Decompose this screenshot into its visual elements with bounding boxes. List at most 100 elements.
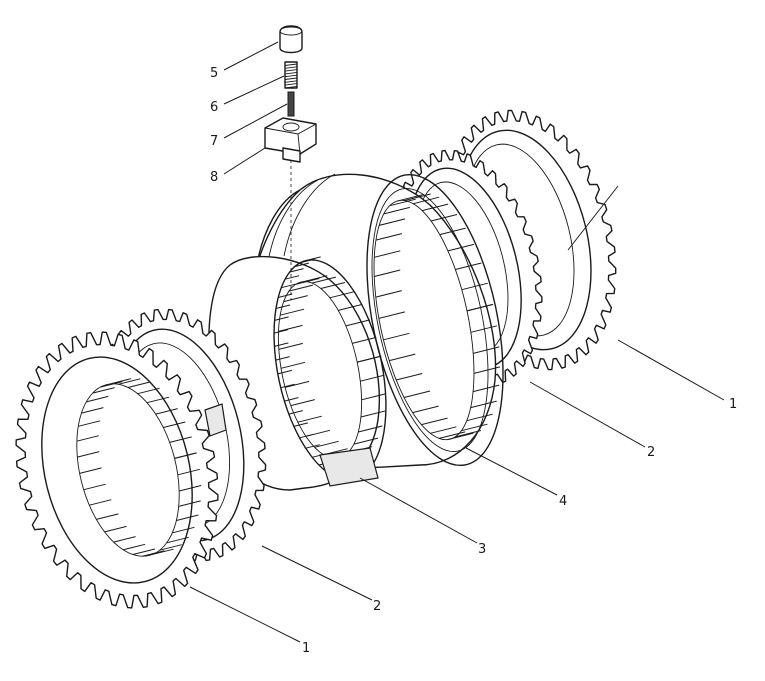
spline-tooth [79,467,102,474]
spline-tooth [118,378,141,385]
spline-tooth [466,303,494,312]
spline-tooth [311,276,337,284]
spline-tooth [104,525,127,533]
spring-coil [284,77,298,80]
spline-tooth [375,233,403,241]
detent-pin-part-7 [287,91,295,117]
spline-tooth [281,283,296,289]
callout-7: 7 [210,134,218,149]
spline-tooth [466,413,493,422]
spline-tooth [413,196,440,205]
spline-tooth [174,452,197,459]
spline-tooth [77,451,100,458]
spline-tooth [100,381,123,388]
spline-tooth [137,387,160,395]
spline-tooth [113,536,136,543]
spline-tooth [412,405,439,414]
callout-8: 8 [210,170,218,185]
spline-tooth [461,423,488,432]
spline-tooth [320,282,346,289]
spline-tooth [421,417,448,426]
spline-tooth [127,381,151,388]
spring-coil [284,69,298,72]
spline-tooth [338,303,363,311]
spline-tooth [78,420,101,427]
spline-tooth [280,361,306,369]
spline-tooth [278,293,293,298]
spline-tooth [288,284,314,292]
spline-tooth [274,342,289,347]
spline-tooth [389,198,416,207]
spline-tooth [294,262,309,268]
spring-coil [284,63,298,66]
spline-tooth [278,342,303,350]
callout-2-right: 2 [647,445,655,460]
callout-1-left: 1 [302,641,310,656]
spline-tooth [159,544,182,551]
spline-tooth [284,397,299,402]
spline-tooth [300,258,315,264]
spline-tooth [403,390,431,398]
spline-tooth [396,194,423,202]
spline-tooth [461,282,488,291]
spline-tooth [374,250,401,258]
spline-tooth [375,290,402,298]
spline-tooth [274,316,289,321]
spline-tooth [86,395,109,403]
callout-3: 3 [478,542,486,557]
spring-coil [284,71,298,75]
spline-tooth [305,429,331,437]
spline-tooth [96,513,119,520]
spline-tooth [473,346,500,354]
spline-tooth [447,432,474,441]
spline-tooth [353,437,379,445]
spline-tooth [383,332,410,341]
spline-tooth [447,243,475,252]
spline-tooth [314,440,339,448]
spline-tooth [178,500,201,507]
spline-tooth [163,421,186,428]
spline-tooth [151,548,174,556]
spline-tooth [177,468,200,476]
spline-tooth [176,514,199,521]
spline-tooth [289,268,304,273]
spline-tooth [473,366,501,374]
callout-6: 6 [210,100,218,115]
spline-tooth [378,218,406,226]
spline-tooth [122,543,146,551]
spline-tooth [454,430,482,438]
callout-5: 5 [210,66,218,81]
spline-tooth [284,275,300,280]
spline-tooth [389,353,416,362]
spline-tooth [470,400,497,409]
spline-tooth [396,373,423,381]
spline-tooth [439,431,466,439]
spline-tooth [277,369,292,375]
spline-tooth [421,203,449,212]
spline-tooth [357,355,382,363]
spline-tooth [132,548,156,555]
spline-tooth [352,336,377,344]
spline-tooth [361,393,386,401]
spline-tooth [305,444,320,449]
spline-tooth [275,304,291,309]
spline-tooth [329,291,354,299]
spline-tooth [169,436,192,443]
detent-spring-part-6 [284,61,298,89]
spline-tooth [155,408,178,415]
spline-tooth [430,214,458,222]
spline-tooth [472,384,500,393]
spline-tooth [92,387,115,394]
leader-lines [189,41,725,643]
spline-tooth [89,499,112,506]
spline-tooth [172,526,195,534]
spline-tooth [284,380,310,388]
spline-tooth [273,329,289,334]
spring-coil [284,80,298,83]
spline-tooth [279,308,305,316]
spline-tooth [404,193,431,201]
spring-coil [284,83,298,86]
spline-tooth [374,269,401,277]
spline-tooth [378,311,406,319]
spline-tooth [283,295,308,303]
